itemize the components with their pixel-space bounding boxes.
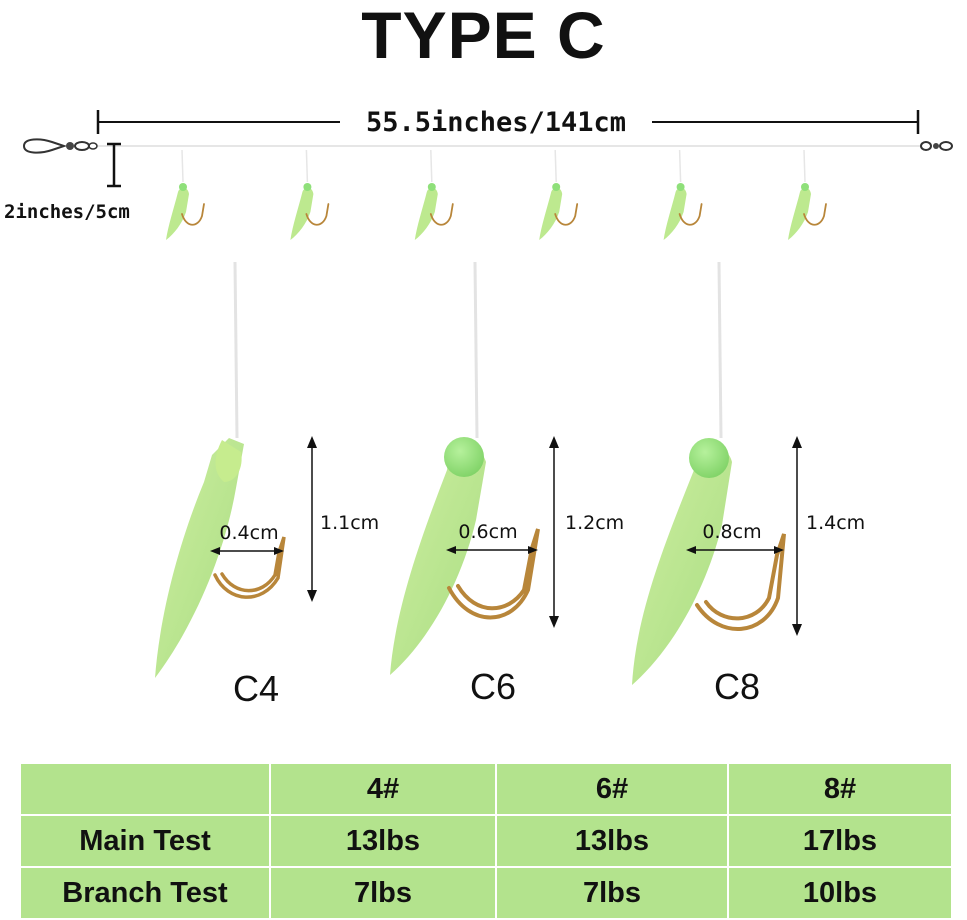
gap-label-c4: 0.4cm (219, 522, 278, 544)
table-cell: 13lbs (269, 814, 497, 868)
table-row: Branch Test 7lbs 7lbs 10lbs (19, 866, 953, 920)
table-row: Main Test 13lbs 13lbs 17lbs (19, 814, 953, 868)
branch-length-dimension: 2inches/5cm (4, 142, 130, 223)
rig-hook-icon (166, 149, 205, 240)
rig-hooks (166, 149, 827, 240)
spec-table: 4# 6# 8# Main Test 13lbs 13lbs 17lbs Bra… (19, 762, 953, 920)
row-label: Main Test (19, 814, 271, 868)
hook-detail-c4: 0.4cm 1.1cm C4 (155, 261, 379, 709)
rig-hook-icon (414, 149, 454, 240)
table-header-cell: 8# (727, 762, 953, 816)
table-cell: 7lbs (495, 866, 729, 920)
gap-label-c8: 0.8cm (702, 521, 761, 543)
table-cell: 17lbs (727, 814, 953, 868)
length-label-c4: 1.1cm (320, 512, 379, 534)
hook-name-c6: C6 (470, 666, 516, 707)
length-label-c6: 1.2cm (565, 512, 624, 534)
length-label-c8: 1.4cm (806, 512, 865, 534)
table-header-row: 4# 6# 8# (19, 762, 953, 816)
hook-name-c8: C8 (714, 666, 760, 707)
row-label: Branch Test (19, 866, 271, 920)
snap-swivel-icon (22, 138, 98, 154)
gap-label-c6: 0.6cm (458, 521, 517, 543)
page-title: TYPE C (361, 0, 606, 72)
hook-detail-c6: 0.6cm 1.2cm C6 (390, 261, 624, 707)
branch-length-label: 2inches/5cm (4, 201, 130, 223)
total-length-dimension: 55.5inches/141cm (96, 107, 920, 138)
table-cell: 13lbs (495, 814, 729, 868)
hook-detail-c8: 0.8cm 1.4cm C8 (632, 261, 865, 707)
table-header-cell (19, 762, 271, 816)
hook-name-c4: C4 (233, 668, 279, 709)
table-cell: 7lbs (269, 866, 497, 920)
table-header-cell: 4# (269, 762, 497, 816)
table-cell: 10lbs (727, 866, 953, 920)
end-swivel-icon (920, 141, 953, 151)
rig-hook-icon (539, 149, 579, 240)
rig-diagram: 55.5inches/141cm 2inches/5cm 0.4cm (4, 107, 953, 709)
rig-hook-icon (290, 149, 330, 240)
total-length-label: 55.5inches/141cm (366, 107, 626, 138)
table-header-cell: 6# (495, 762, 729, 816)
rig-hook-icon (663, 149, 703, 240)
rig-hook-icon (788, 149, 827, 240)
